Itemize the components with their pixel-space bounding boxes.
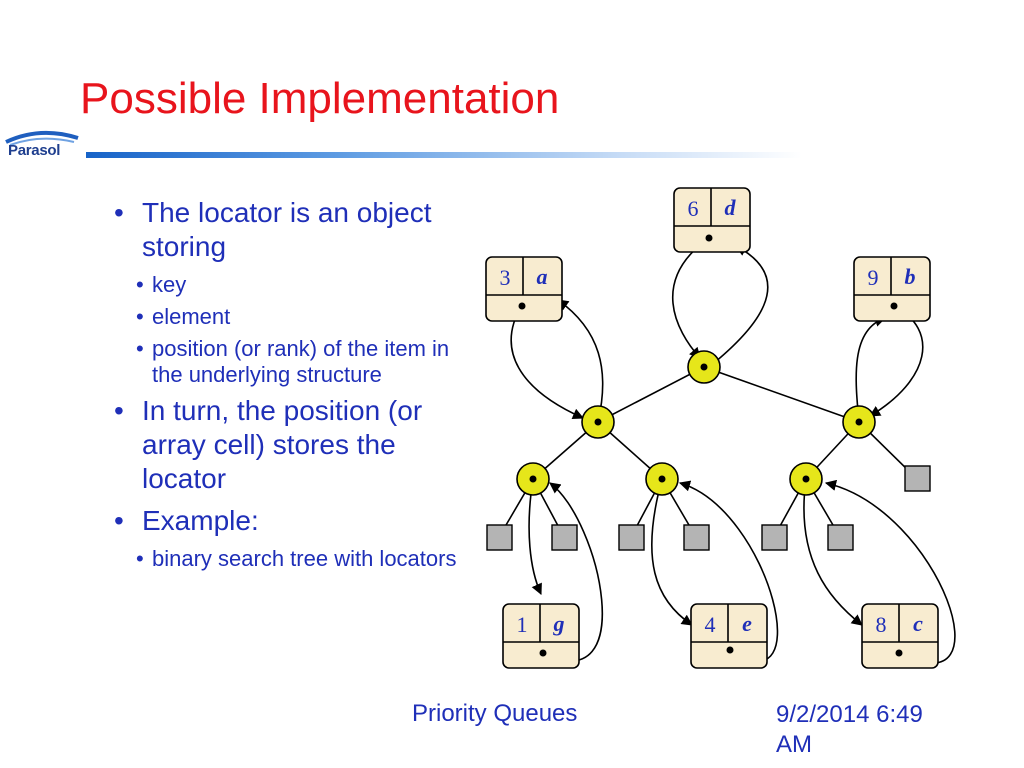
leaf-node	[827, 524, 854, 551]
sub-bullet-item: key	[112, 272, 457, 298]
locator-box: 4 e	[690, 603, 768, 669]
locator-box: 9 b	[853, 256, 931, 322]
sub-bullet-item: position (or rank) of the item in the un…	[112, 336, 457, 388]
logo-text: Parasol	[8, 142, 61, 159]
locator-key: 4	[705, 612, 716, 637]
locator-element: b	[905, 264, 916, 289]
sub-bullet-item: binary search tree with locators	[112, 546, 457, 572]
locator-element: a	[537, 264, 548, 289]
leaf-node	[486, 524, 513, 551]
locator-element: e	[742, 611, 752, 636]
title-divider	[86, 152, 802, 158]
bullet-list: The locator is an object storing key ele…	[112, 196, 457, 578]
footer-date: 9/2/2014 6:49 AM	[776, 700, 976, 760]
locator-key: 8	[876, 612, 887, 637]
locator-key: 3	[500, 265, 511, 290]
locator-element: g	[553, 611, 565, 636]
leaf-node	[683, 524, 710, 551]
leaf-node	[618, 524, 645, 551]
locator-key: 6	[688, 196, 699, 221]
bullet-item: The locator is an object storing	[112, 196, 457, 264]
tree-edges	[498, 366, 918, 538]
locator-key: 1	[517, 612, 528, 637]
locator-element: d	[725, 195, 737, 220]
footer-date-line: 9/2/2014 6:49	[776, 701, 923, 728]
sub-bullet-item: element	[112, 304, 457, 330]
locator-box: 8 c	[861, 603, 939, 669]
slide-title: Possible Implementation	[80, 74, 560, 123]
logo-arc-icon	[5, 130, 79, 146]
leaf-nodes	[486, 465, 931, 551]
parasol-logo: Parasol	[4, 128, 82, 172]
locator-key: 9	[868, 265, 879, 290]
sub-bullet-list: key element position (or rank) of the it…	[112, 272, 457, 388]
leaf-node	[551, 524, 578, 551]
leaf-node	[904, 465, 931, 492]
footer-time-suffix: AM	[776, 731, 812, 758]
bullet-item: In turn, the position (or array cell) st…	[112, 394, 457, 496]
locator-box: 3 a	[485, 256, 563, 322]
bullet-item: Example:	[112, 504, 457, 538]
footer-title: Priority Queues	[412, 700, 578, 727]
sub-bullet-list: binary search tree with locators	[112, 546, 457, 572]
tree-nodes	[516, 350, 876, 496]
locator-box: 1 g	[502, 603, 580, 669]
locator-box: 6 d	[673, 187, 751, 253]
leaf-node	[761, 524, 788, 551]
locator-element: c	[913, 611, 923, 636]
